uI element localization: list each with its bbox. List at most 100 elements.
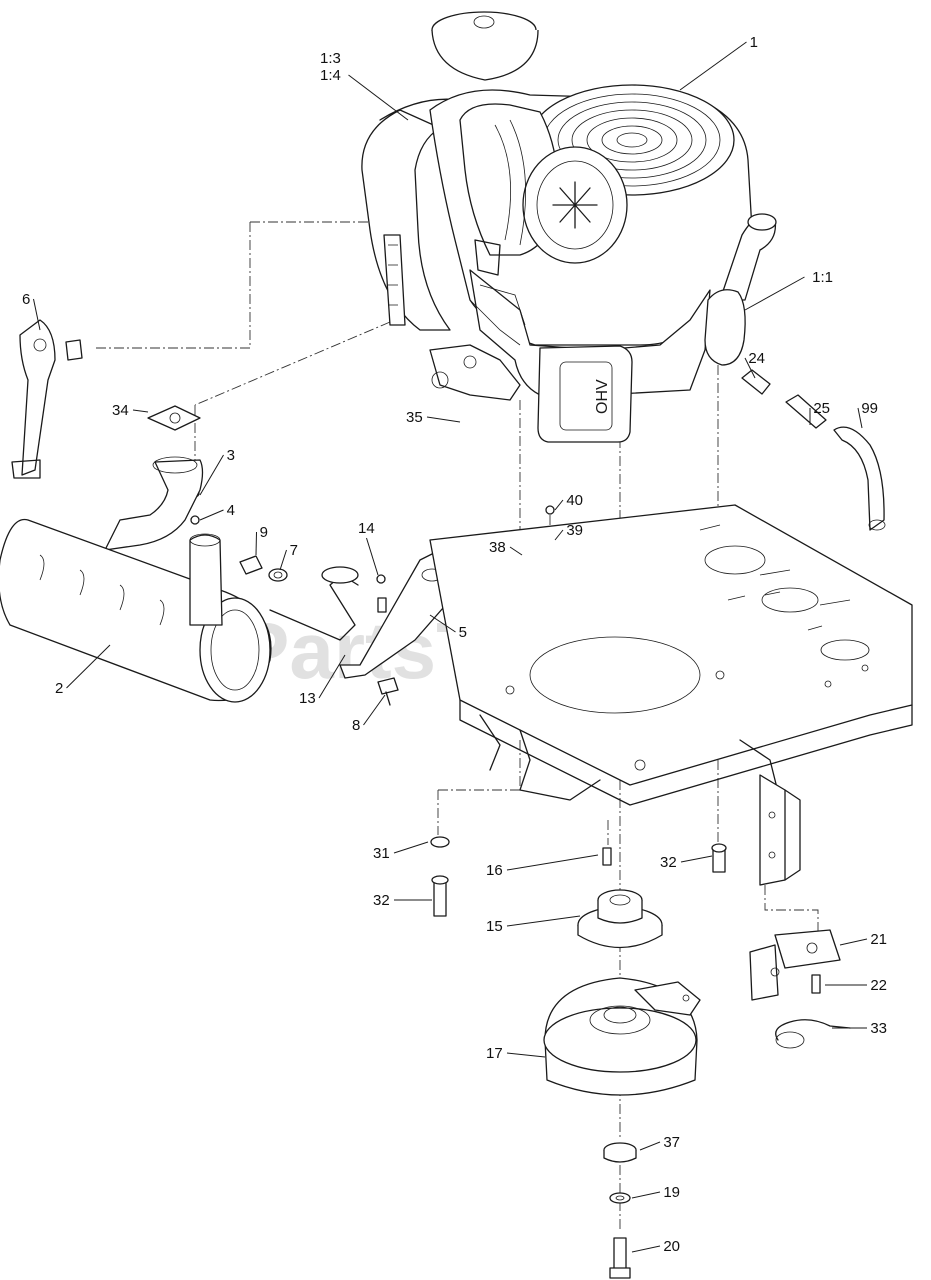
callout-35: 35 [406, 409, 461, 426]
callout-label: 35 [406, 409, 423, 426]
callout-label: 1:1 [812, 269, 833, 286]
callout-label: 16 [486, 862, 503, 879]
callout-1-3: 1:3 [320, 50, 341, 67]
callout-leader [631, 1191, 661, 1199]
callout-leader [348, 74, 409, 121]
callout-6: 6 [22, 291, 41, 331]
callout-9: 9 [255, 524, 268, 556]
callout-label: 4 [227, 502, 235, 519]
exhaust-bracket [11, 319, 83, 479]
callout-label: 14 [358, 520, 375, 537]
callout-leader [506, 915, 581, 927]
callout-leader [199, 509, 224, 521]
callout-leader [255, 531, 257, 556]
callout-label: 9 [260, 524, 268, 541]
callout-14: 14 [358, 520, 379, 576]
callout-leader [857, 407, 863, 429]
callout-label: 21 [870, 931, 887, 948]
callout-label: 24 [748, 350, 765, 367]
callout-leader [839, 938, 868, 946]
callout-leader [426, 416, 461, 423]
callout-leader [680, 855, 713, 863]
callout-label: 17 [486, 1045, 503, 1062]
callout-label: 15 [486, 918, 503, 935]
callout-15: 15 [486, 915, 581, 935]
callout-leader [639, 1141, 661, 1151]
callout-7: 7 [279, 542, 298, 571]
callout-37: 37 [639, 1134, 680, 1151]
callout-21: 21 [839, 931, 887, 948]
callout-25: 25 [809, 400, 830, 425]
callout-leader [554, 499, 564, 511]
callout-leader [679, 41, 747, 91]
engine-assembly: OHV [361, 11, 777, 443]
callout-20: 20 [631, 1238, 680, 1255]
callout-leader [132, 409, 149, 413]
callout-label: 34 [112, 402, 129, 419]
callout-16: 16 [486, 854, 599, 879]
fuel-fittings [741, 369, 886, 531]
callout-17: 17 [486, 1045, 546, 1062]
callout-99: 99 [857, 400, 878, 429]
callout-leader [33, 298, 41, 331]
callout-leader [554, 529, 564, 541]
callout-leader [429, 614, 456, 633]
callout-2: 2 [55, 644, 111, 697]
callout-label: 8 [352, 717, 360, 734]
callout-label: 5 [459, 624, 467, 641]
callout-19: 19 [631, 1184, 680, 1201]
callout-32a: 32 [660, 854, 713, 871]
callout-leader [509, 546, 523, 556]
callout-label: 37 [663, 1134, 680, 1151]
callout-label: 2 [55, 680, 63, 697]
callout-leader [393, 841, 429, 854]
callout-leader [506, 854, 599, 871]
callout-leader [744, 357, 756, 379]
callout-label: 1:4 [320, 67, 341, 84]
callout-1-1: 1:1 [744, 269, 833, 311]
callout-1: 1 [679, 34, 758, 91]
callout-33: 33 [832, 1020, 887, 1037]
callout-38: 38 [489, 539, 523, 556]
mount-hardware [430, 836, 727, 917]
callout-leader [279, 549, 287, 571]
clutch-stop-bracket [749, 929, 851, 1049]
chassis-frame [429, 504, 913, 886]
callout-label: 20 [663, 1238, 680, 1255]
callout-leader [744, 276, 805, 311]
callout-leader [318, 654, 346, 699]
callout-label: 32 [373, 892, 390, 909]
callout-label: 19 [663, 1184, 680, 1201]
callout-label: 25 [813, 400, 830, 417]
callout-leader [66, 644, 111, 689]
callout-31: 31 [373, 841, 429, 862]
callout-39: 39 [554, 522, 583, 541]
callout-label: 38 [489, 539, 506, 556]
callout-label: 99 [861, 400, 878, 417]
callout-3: 3 [199, 447, 235, 496]
lower-stack [603, 1142, 637, 1279]
callout-leader [363, 694, 386, 726]
callout-label: 1:3 [320, 50, 341, 67]
callout-leader [506, 1052, 546, 1058]
muffler [0, 456, 359, 703]
callout-label: 39 [566, 522, 583, 539]
callout-40: 40 [554, 492, 583, 511]
callout-label: 31 [373, 845, 390, 862]
callout-label: 40 [566, 492, 583, 509]
callout-4: 4 [199, 502, 235, 521]
callout-24: 24 [744, 350, 765, 379]
callout-34: 34 [112, 402, 149, 419]
callout-label: 33 [870, 1020, 887, 1037]
electric-clutch [543, 977, 701, 1096]
pulley [577, 889, 663, 949]
callout-label: 22 [870, 977, 887, 994]
callout-leader [199, 454, 224, 496]
callout-label: 1 [750, 34, 758, 51]
engine-emblem: OHV [594, 379, 611, 414]
callout-leader [366, 537, 379, 576]
callout-32b: 32 [373, 892, 432, 909]
callout-leader [631, 1245, 661, 1253]
